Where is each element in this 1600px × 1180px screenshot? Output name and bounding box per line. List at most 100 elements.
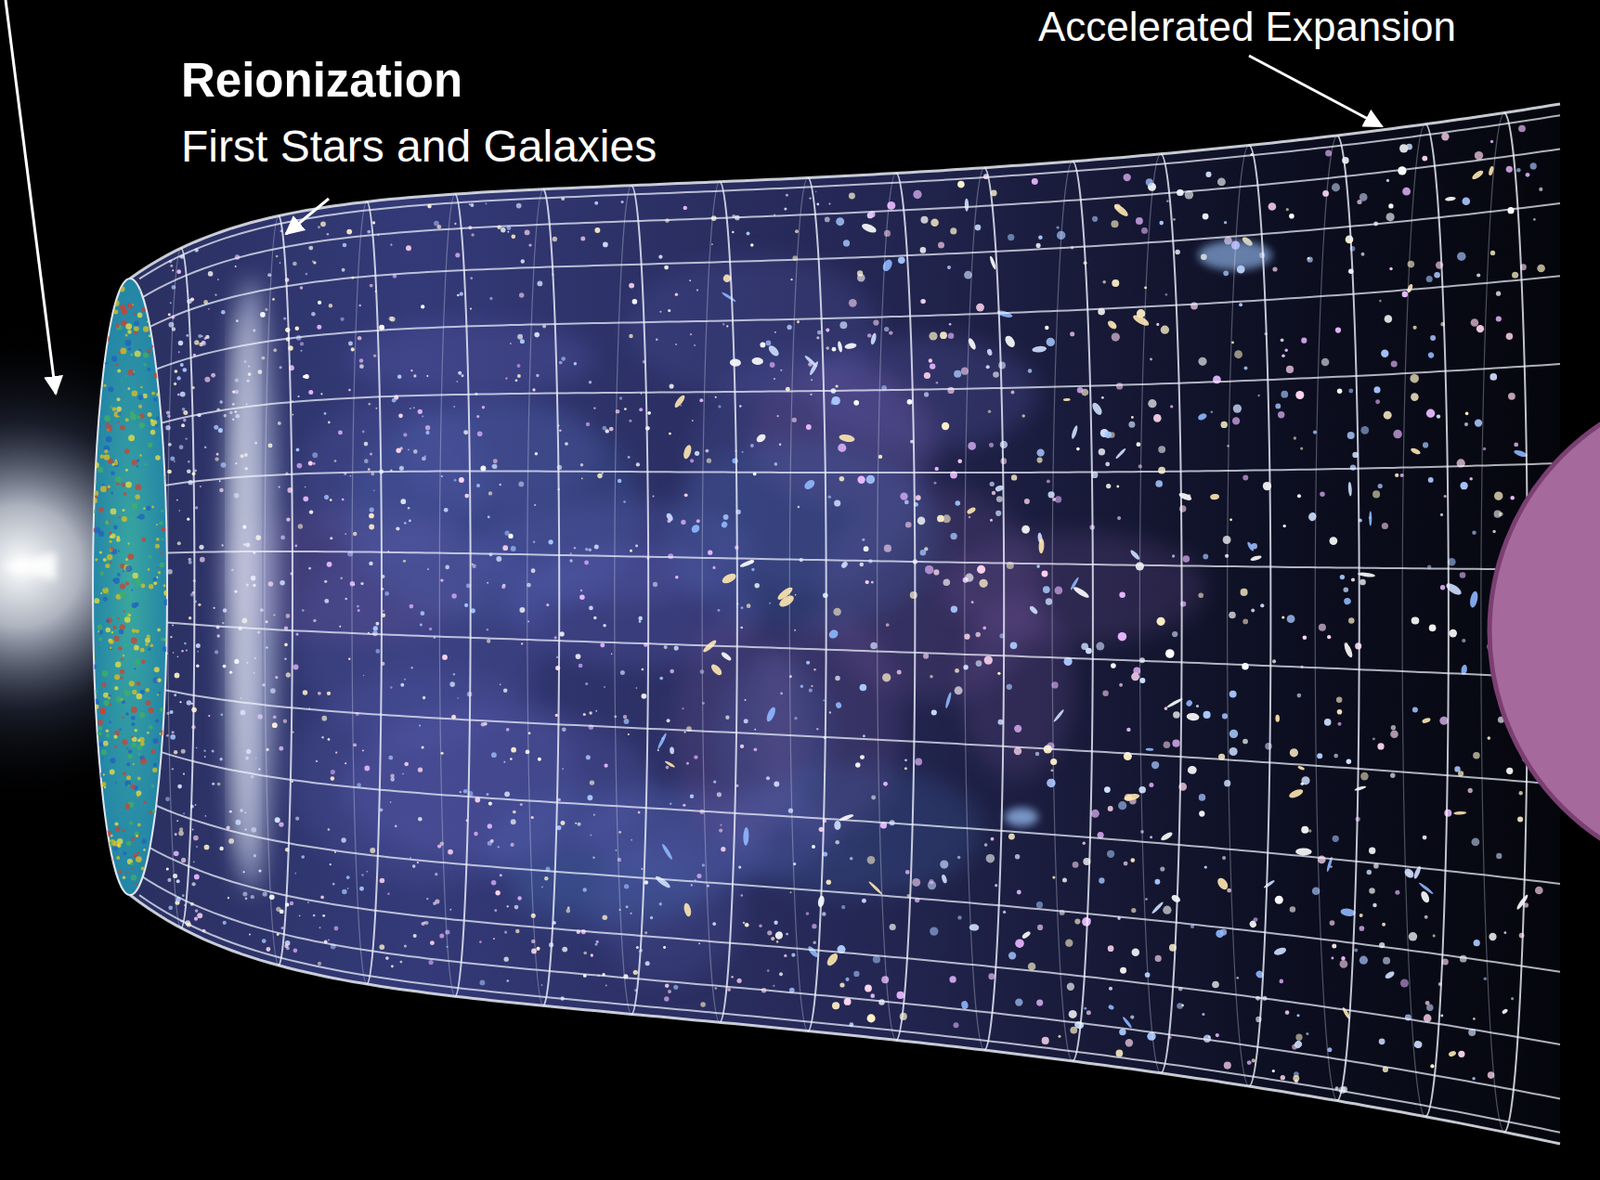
star-dot — [834, 840, 840, 846]
star-dot — [1386, 179, 1390, 183]
star-dot — [299, 341, 304, 346]
star-dot — [1272, 1069, 1275, 1073]
star-dot — [286, 518, 290, 522]
star-dot — [519, 607, 525, 613]
cmb-spot — [163, 835, 169, 841]
star-dot — [865, 580, 870, 585]
star-dot — [362, 430, 365, 434]
star-dot — [1440, 1014, 1444, 1018]
star-dot — [280, 926, 284, 930]
star-dot — [560, 356, 566, 362]
star-dot — [1307, 257, 1311, 261]
star-dot — [992, 371, 1000, 378]
star-dot — [166, 734, 170, 738]
star-dot — [949, 533, 957, 540]
cmb-spot — [136, 681, 142, 687]
star-dot — [839, 476, 846, 482]
star-dot — [194, 339, 199, 345]
star-dot — [990, 837, 995, 842]
galaxy — [1186, 766, 1197, 776]
star-dot — [417, 767, 423, 773]
star-dot — [556, 656, 559, 659]
galaxy — [777, 593, 796, 610]
star-dot — [706, 458, 712, 464]
star-dot — [595, 943, 599, 947]
star-dot — [989, 481, 995, 487]
star-dot — [822, 699, 825, 702]
star-dot — [469, 276, 473, 280]
star-dot — [1157, 617, 1166, 626]
star-dot — [409, 407, 412, 410]
star-dot — [947, 265, 951, 270]
star-dot — [487, 516, 491, 520]
star-dot — [1123, 173, 1132, 182]
star-dot — [702, 863, 705, 867]
star-dot — [609, 427, 614, 432]
star-dot — [986, 854, 996, 864]
star-dot — [1131, 416, 1134, 419]
star-dot — [663, 645, 668, 650]
star-dot — [169, 710, 174, 715]
star-dot — [817, 330, 822, 336]
star-dot — [402, 773, 404, 776]
star-dot — [403, 944, 407, 948]
star-dot — [673, 985, 678, 990]
star-dot — [1280, 1075, 1286, 1080]
star-dot — [198, 545, 204, 550]
expanding-universe-tube — [130, 104, 1561, 1145]
star-dot — [1037, 457, 1043, 464]
star-dot — [1223, 1062, 1232, 1070]
star-dot — [1036, 901, 1043, 909]
star-dot — [409, 857, 412, 859]
star-dot — [169, 734, 176, 741]
star-dot — [680, 520, 686, 525]
star-dot — [878, 455, 883, 459]
star-dot — [589, 780, 595, 785]
star-dot — [180, 391, 186, 398]
star-dot — [351, 347, 355, 352]
star-dot — [954, 686, 963, 695]
star-dot — [1148, 782, 1154, 788]
star-dot — [602, 242, 609, 248]
star-dot — [578, 663, 584, 669]
star-dot — [1272, 266, 1277, 272]
star-dot — [982, 626, 987, 631]
star-dot — [689, 794, 694, 799]
star-dot — [416, 861, 419, 864]
star-dot — [825, 346, 830, 351]
star-dot — [1350, 464, 1356, 470]
star-dot — [641, 668, 645, 672]
star-dot — [1337, 388, 1342, 393]
star-dot — [1339, 960, 1349, 969]
star-dot — [168, 905, 173, 911]
star-dot — [853, 400, 859, 406]
star-dot — [324, 580, 327, 584]
star-dot — [364, 442, 369, 447]
star-dot — [815, 191, 818, 194]
star-dot — [905, 870, 911, 875]
star-dot — [455, 252, 460, 258]
star-dot — [399, 961, 403, 964]
star-dot — [717, 609, 721, 612]
star-dot — [1441, 132, 1449, 141]
star-dot — [1391, 361, 1398, 368]
star-dot — [1506, 767, 1513, 775]
star-dot — [811, 923, 817, 929]
star-dot — [933, 569, 939, 575]
star-dot — [717, 404, 721, 408]
star-dot — [418, 725, 421, 728]
star-dot — [1384, 314, 1393, 324]
star-dot — [277, 421, 282, 426]
star-dot — [364, 766, 370, 772]
star-dot — [1011, 474, 1017, 481]
star-dot — [311, 312, 316, 317]
star-dot — [1461, 196, 1470, 206]
star-dot — [485, 203, 488, 206]
star-dot — [1238, 302, 1243, 307]
star-dot — [743, 699, 746, 702]
star-dot — [920, 299, 925, 304]
star-dot — [479, 979, 485, 986]
star-dot — [1272, 659, 1276, 664]
star-dot — [1116, 1050, 1124, 1058]
star-dot — [929, 926, 938, 936]
